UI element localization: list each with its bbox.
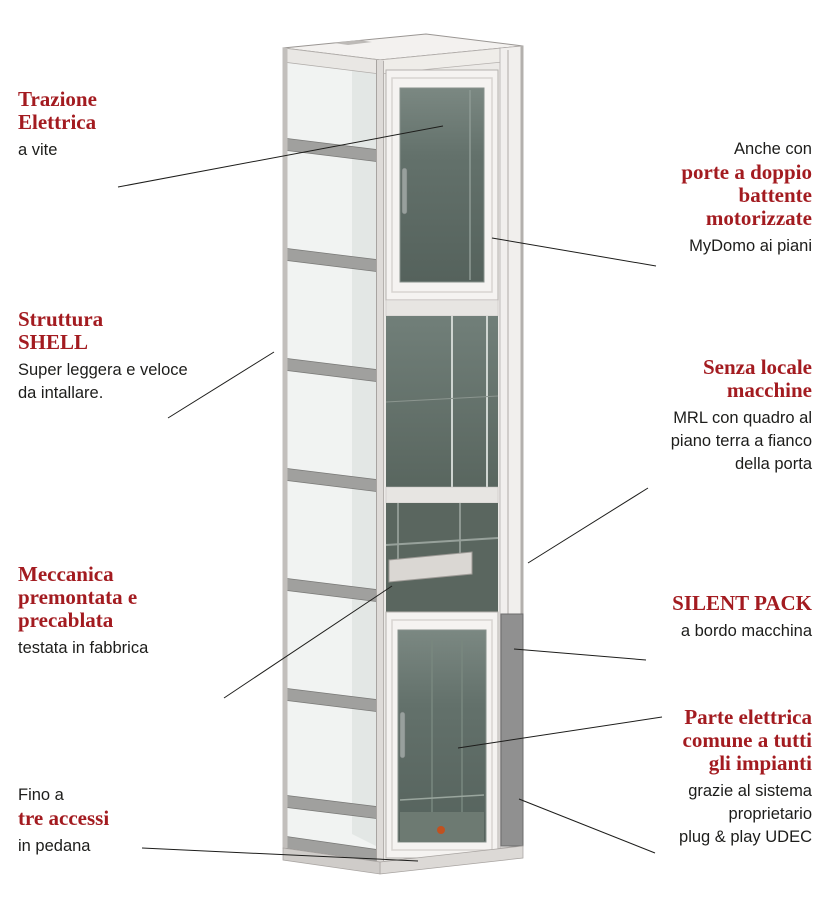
silent-pack-panel xyxy=(500,613,524,847)
callout-struttura-shell: Struttura SHELL Super leggera e veloce d… xyxy=(18,307,228,405)
door-glass xyxy=(399,87,485,283)
callout-line-udec xyxy=(518,798,656,854)
callout-title: Senza locale macchine xyxy=(702,355,812,403)
callout-parte-elettrica: Parte elettrica comune a tutti gli impia… xyxy=(582,705,813,849)
door-inner-frame xyxy=(391,619,493,851)
callout-tre-accessi: Fino a tre accessi in pedana xyxy=(18,784,228,858)
callout-text: a vite xyxy=(18,141,58,160)
callout-title: Trazione Elettrica xyxy=(18,87,97,135)
platform-slab xyxy=(388,551,473,583)
door-handle xyxy=(401,167,408,215)
callout-lines xyxy=(117,125,663,862)
emergency-marker xyxy=(437,826,445,834)
callout-line-accessi xyxy=(141,847,419,862)
door-glass xyxy=(397,629,487,843)
door-handle xyxy=(399,711,406,759)
callout-text: Fino a xyxy=(18,786,64,804)
mid-rail xyxy=(385,395,499,403)
callout-text: MRL con quadro al piano terra a fianco d… xyxy=(670,409,812,473)
callout-meccanica-premontata: Meccanica premontata e precablata testat… xyxy=(18,562,228,660)
callout-line-parte-elettrica xyxy=(457,716,663,749)
callout-title: Parte elettrica comune a tutti gli impia… xyxy=(682,705,813,776)
cab-roof-band xyxy=(385,486,499,504)
platform-rail xyxy=(385,537,499,546)
callout-line-mrl xyxy=(527,487,649,564)
door-inner-frame xyxy=(391,77,493,293)
callout-text: testata in fabbrica xyxy=(18,639,149,658)
callout-trazione-elettrica: Trazione Elettrica a vite xyxy=(18,87,228,162)
callout-text: MyDomo ai piani xyxy=(689,237,812,256)
callout-line-meccanica xyxy=(223,585,393,699)
callout-title: SILENT PACK xyxy=(672,591,812,615)
callout-line-struttura xyxy=(167,351,275,419)
bottom-cabin-door xyxy=(385,611,499,859)
crossbeams xyxy=(282,47,381,863)
top-hatch xyxy=(334,40,372,45)
callout-line-porte xyxy=(491,237,657,267)
callout-title: Struttura SHELL xyxy=(18,307,104,355)
shaft-inner-wall xyxy=(352,63,380,848)
callout-title: Meccanica premontata e precablata xyxy=(18,562,138,633)
callout-text: Anche con xyxy=(734,140,812,158)
mid-band xyxy=(385,299,499,317)
callout-line-trazione xyxy=(117,125,444,188)
callout-title: tre accessi xyxy=(18,805,110,830)
callout-line-silent-pack xyxy=(513,648,647,661)
callout-text: Super leggera e veloce da intallare. xyxy=(18,361,188,402)
callout-text: in pedana xyxy=(18,836,91,855)
callout-silent-pack: SILENT PACK a bordo macchina xyxy=(582,591,812,643)
cab-floor-edge xyxy=(399,794,485,801)
callout-text: grazie al sistema proprietario plug & pl… xyxy=(679,782,812,846)
callout-title: porte a doppio battente motorizzate xyxy=(681,159,812,230)
top-cabin-door xyxy=(385,69,499,301)
callout-text: a bordo macchina xyxy=(680,622,812,641)
callout-porte-motorizzate: Anche con porte a doppio battente motori… xyxy=(582,138,812,258)
mechanical-platform xyxy=(385,503,499,583)
mid-glass-panels xyxy=(385,299,499,612)
callout-senza-locale-macchine: Senza locale macchine MRL con quadro al … xyxy=(582,355,812,475)
